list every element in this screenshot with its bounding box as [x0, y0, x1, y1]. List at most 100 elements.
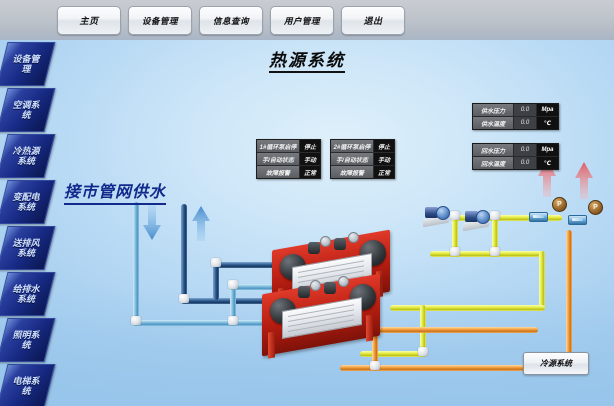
- hx-nozzle: [324, 282, 336, 294]
- status-label: 2#循环泵启停: [331, 140, 374, 152]
- supply-meter-panel: 供水压力 0.0 Mpa 供水温度 0.0 ℃: [472, 103, 559, 130]
- pipe-joint: [228, 280, 238, 289]
- pipe-joint: [179, 294, 189, 303]
- return-pipe-horizontal-1: [181, 298, 265, 304]
- pump-motor: [465, 211, 478, 222]
- pump-motor: [425, 207, 438, 218]
- hot-supply-pipe-vertical-2: [492, 215, 498, 251]
- hx-valve[interactable]: [320, 236, 331, 247]
- sidebar-item-label: 给排水系统: [12, 284, 40, 304]
- sidebar-item-device-management[interactable]: 设备管理: [0, 42, 56, 86]
- hx-nozzle: [334, 238, 346, 250]
- hx-nozzle: [298, 286, 310, 298]
- return-pipe-horizontal-2: [213, 262, 275, 268]
- supply-pipe-vertical-1: [133, 202, 139, 320]
- hx-valve[interactable]: [348, 232, 359, 243]
- meter-row: 供水压力 0.0 Mpa: [473, 104, 558, 117]
- meter-unit: ℃: [537, 157, 558, 169]
- pipe-joint: [418, 347, 428, 356]
- status-label: 手/自动状态: [331, 153, 374, 165]
- meter-row: 回水压力 0.0 Mpa: [473, 144, 558, 157]
- hot-return-pipe-horizontal-1: [360, 327, 538, 333]
- nav-button-device-management[interactable]: 设备管理: [128, 6, 192, 35]
- sidebar-item-water-supply[interactable]: 给排水系统: [0, 272, 56, 316]
- pipe-joint: [131, 316, 141, 325]
- status-value: 正常: [300, 166, 320, 178]
- sidebar-item-label: 电梯系统: [12, 376, 40, 396]
- sidebar-item-lighting[interactable]: 照明系统: [0, 318, 56, 362]
- nav-button-exit[interactable]: 退出: [341, 6, 405, 35]
- hot-flow-arrow-up-icon: [575, 162, 593, 199]
- temperature-sensor-icon: [568, 215, 587, 225]
- left-sidebar: 设备管理 空调系统 冷热源系统 变配电系统 送排风系统 给排水系统 照明系统 电…: [0, 40, 56, 406]
- pipe-joint: [490, 211, 500, 220]
- return-pipe-vertical-1: [181, 204, 187, 298]
- return-meter-panel: 回水压力 0.0 Mpa 回水温度 0.0 ℃: [472, 143, 559, 170]
- hot-return-pipe-horizontal-2: [340, 365, 572, 371]
- pipe-joint: [228, 316, 238, 325]
- hot-supply-pipe-horizontal-2: [430, 251, 545, 257]
- hx-leg: [268, 331, 275, 359]
- status-row: 故障报警 正常: [331, 166, 394, 178]
- page-title-text: 热源系统: [269, 51, 345, 73]
- meter-value: 0.0: [514, 104, 537, 116]
- nav-button-info-query[interactable]: 信息查询: [199, 6, 263, 35]
- flow-arrow-up-icon: [192, 206, 210, 241]
- top-navigation-bar: 主页 设备管理 信息查询 用户管理 退出: [0, 0, 614, 40]
- meter-unit: Mpa: [537, 144, 558, 156]
- pressure-gauge-icon: P: [588, 200, 603, 215]
- status-label: 故障报警: [331, 166, 374, 178]
- meter-label: 回水温度: [473, 157, 514, 169]
- pressure-gauge-icon: P: [552, 197, 567, 212]
- meter-value: 0.0: [514, 144, 537, 156]
- meter-label: 供水温度: [473, 117, 514, 129]
- pipe-joint: [450, 211, 460, 220]
- supply-pipe-horizontal-2: [230, 284, 290, 290]
- status-row: 手/自动状态 手动: [331, 153, 394, 166]
- status-value: 停止: [300, 140, 320, 152]
- status-row: 故障报警 正常: [257, 166, 320, 178]
- meter-unit: ℃: [537, 117, 558, 129]
- hot-supply-pipe-vertical-3: [539, 251, 545, 311]
- sidebar-item-elevator[interactable]: 电梯系统: [0, 364, 56, 406]
- hot-return-pipe-vertical-1: [372, 327, 378, 369]
- status-value: 手动: [374, 153, 394, 165]
- meter-label: 回水压力: [473, 144, 514, 156]
- hot-supply-pipe-horizontal-4: [360, 351, 424, 357]
- cold-source-system-button[interactable]: 冷源系统: [523, 352, 589, 375]
- meter-value: 0.0: [514, 157, 537, 169]
- status-value: 停止: [374, 140, 394, 152]
- diagram-canvas: 热源系统 接市管网供水: [0, 40, 614, 406]
- meter-row: 回水温度 0.0 ℃: [473, 157, 558, 169]
- hot-supply-pipe-vertical-1: [452, 215, 458, 251]
- return-pipe-vertical-2: [213, 262, 219, 300]
- status-label: 故障报警: [257, 166, 300, 178]
- sidebar-item-hvac[interactable]: 空调系统: [0, 88, 56, 132]
- hot-return-pipe-vertical-2: [566, 230, 572, 368]
- sidebar-item-label: 空调系统: [12, 100, 40, 120]
- hot-supply-pipe-horizontal-1: [452, 215, 562, 221]
- page-title: 热源系统: [0, 46, 614, 73]
- supply-pipe-horizontal-1: [133, 320, 263, 326]
- nav-button-group: 主页 设备管理 信息查询 用户管理 退出: [57, 6, 405, 35]
- nav-button-user-management[interactable]: 用户管理: [270, 6, 334, 35]
- nav-button-home[interactable]: 主页: [57, 6, 121, 35]
- meter-row: 供水温度 0.0 ℃: [473, 117, 558, 129]
- status-row: 手/自动状态 手动: [257, 153, 320, 166]
- sidebar-item-label: 设备管理: [12, 54, 40, 74]
- sidebar-item-label: 照明系统: [12, 330, 40, 350]
- status-value: 正常: [374, 166, 394, 178]
- pipe-joint: [370, 361, 380, 370]
- status-label: 手/自动状态: [257, 153, 300, 165]
- pump-2-status-panel: 2#循环泵启停 停止 手/自动状态 手动 故障报警 正常: [330, 139, 395, 179]
- pump-impeller: [436, 206, 450, 220]
- city-water-supply-label: 接市管网供水: [64, 178, 167, 205]
- sidebar-item-ventilation[interactable]: 送排风系统: [0, 226, 56, 270]
- pump-impeller: [476, 210, 490, 224]
- sidebar-item-power-distribution[interactable]: 变配电系统: [0, 180, 56, 224]
- hx-valve[interactable]: [310, 280, 321, 291]
- status-value: 手动: [300, 153, 320, 165]
- hx-valve[interactable]: [338, 276, 349, 287]
- pipe-joint: [450, 247, 460, 256]
- sidebar-item-heat-cold-source[interactable]: 冷热源系统: [0, 134, 56, 178]
